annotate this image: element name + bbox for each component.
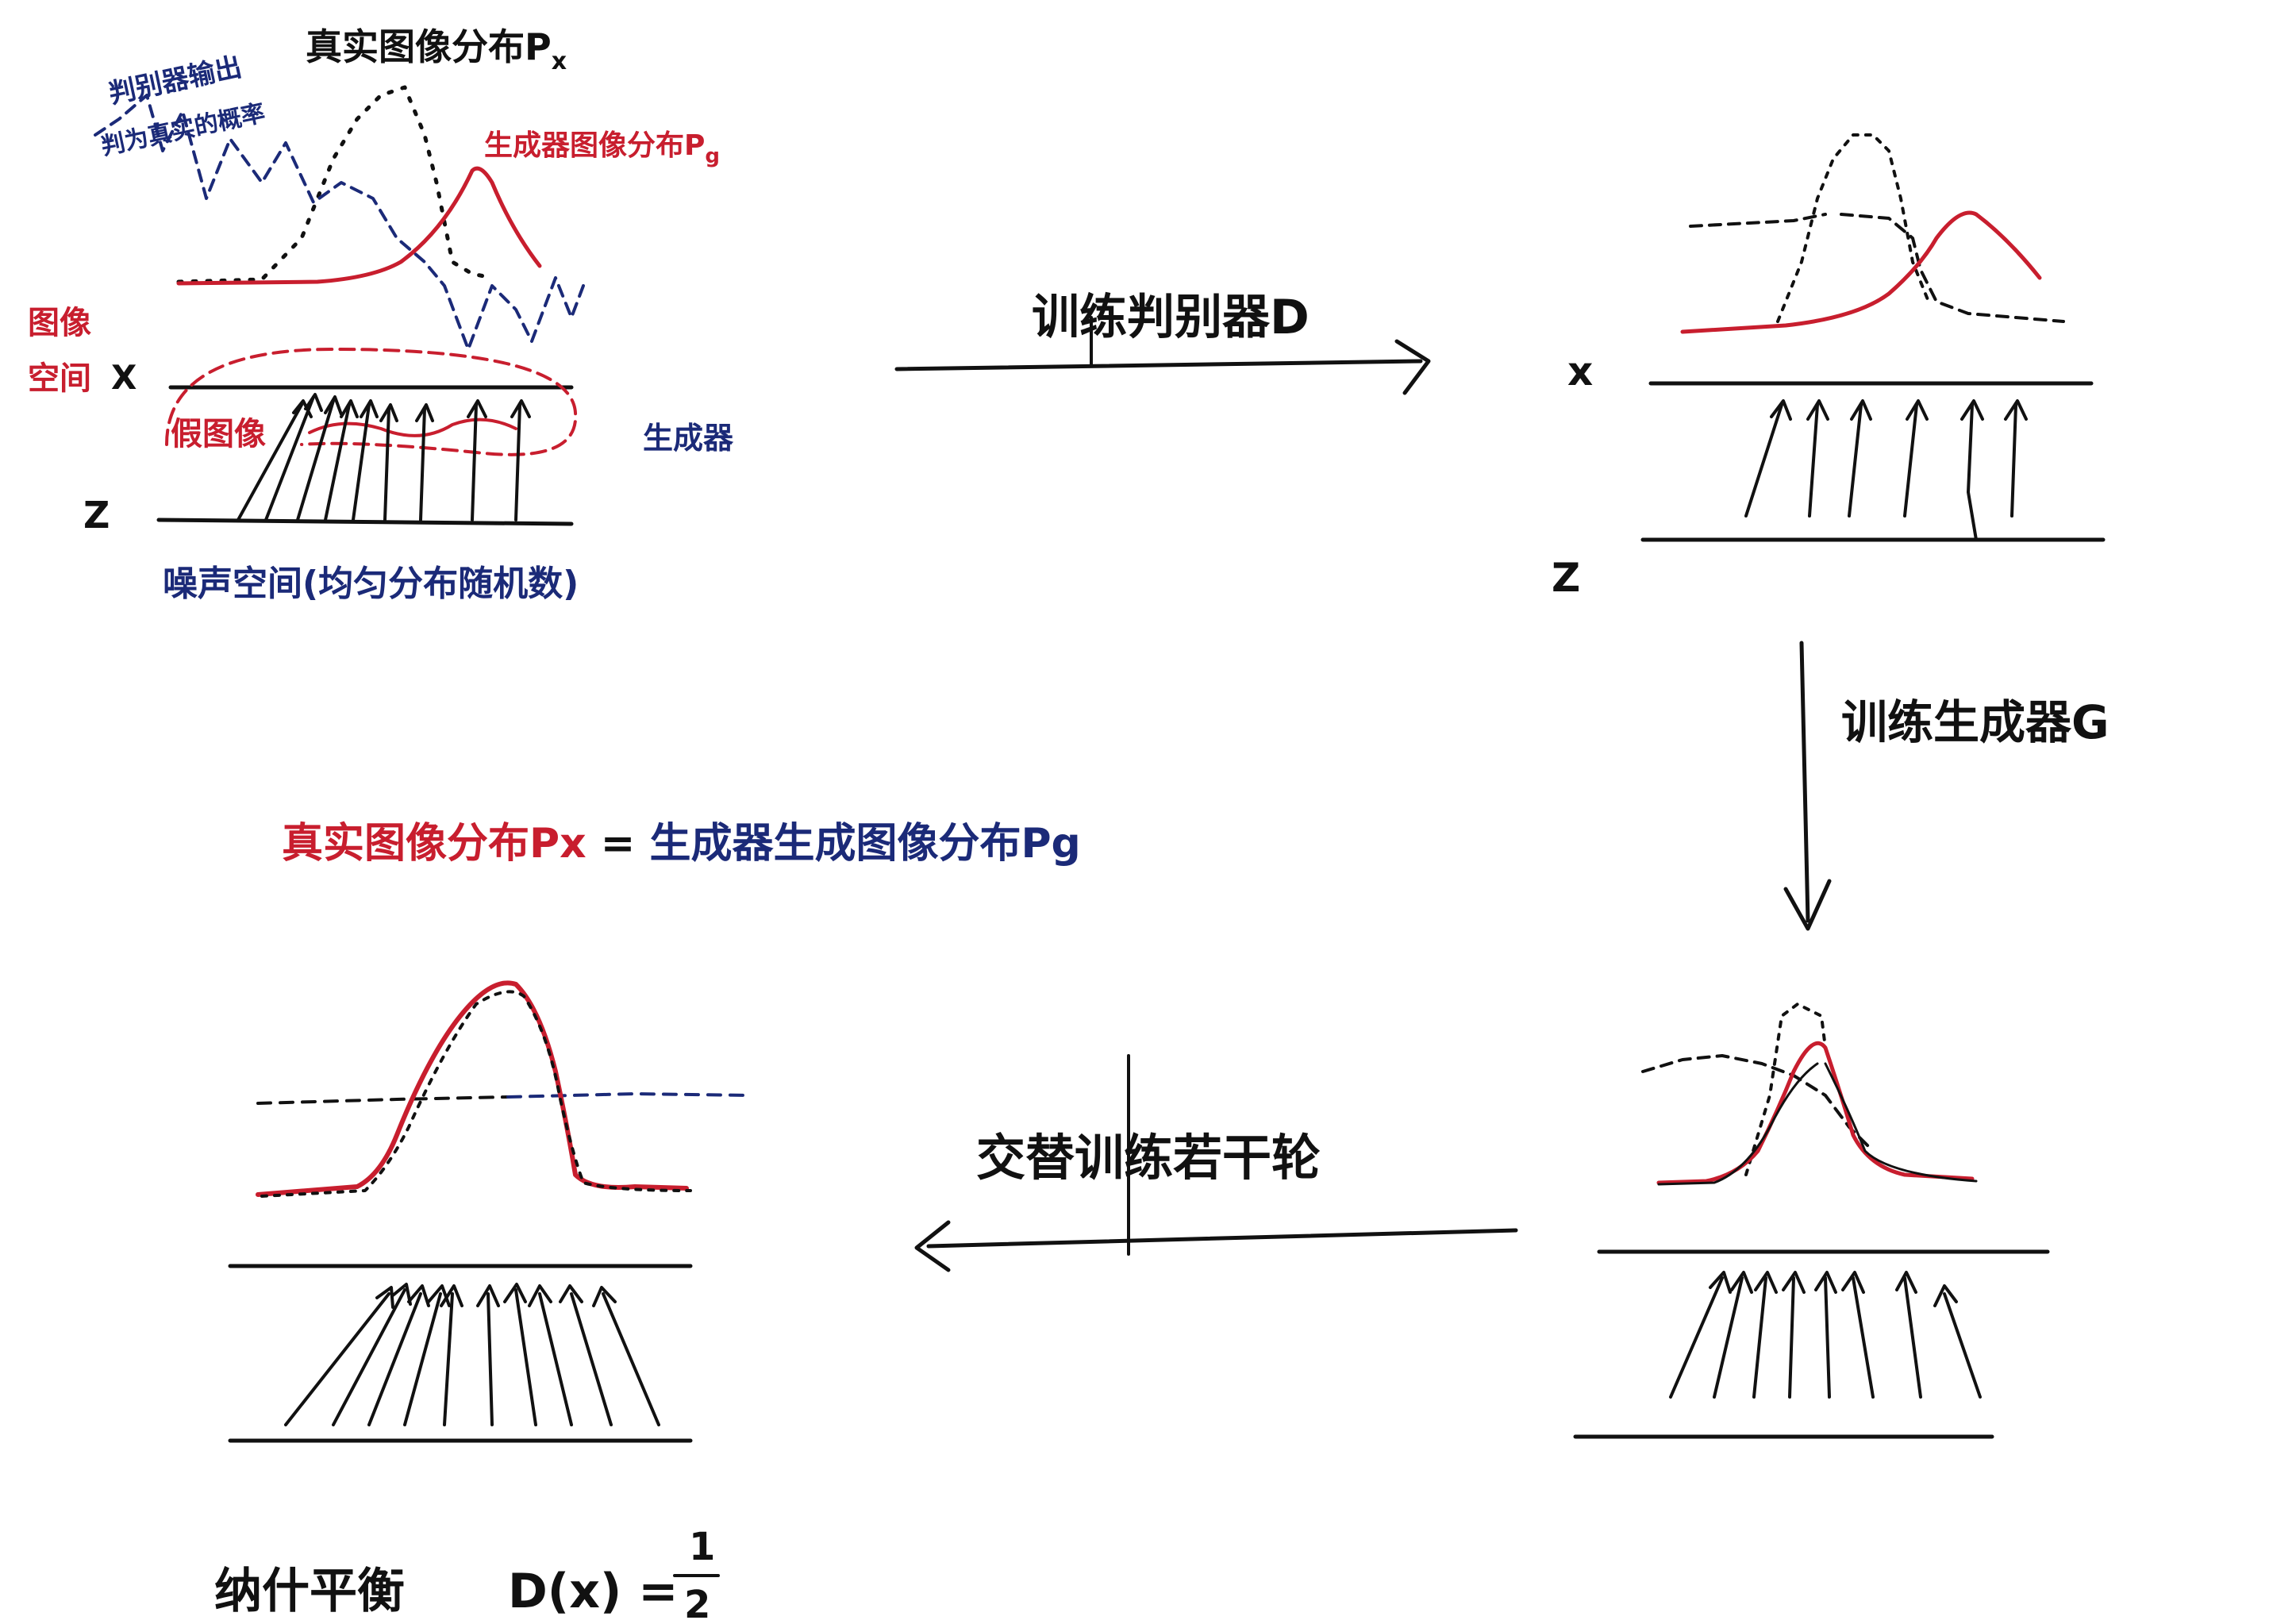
nash-label: 纳什平衡: [214, 1564, 405, 1619]
real-dist-label: 真实图像分布Px: [306, 25, 567, 75]
generator-mapping-arrows-4: [284, 1283, 660, 1426]
step3-label: 交替训练若干轮: [976, 1129, 1321, 1187]
generator-distribution-curve: [176, 166, 542, 286]
step-train-discriminator: 训练判别器D: [894, 290, 1431, 395]
generator-mapping-arrows-3: [1669, 1271, 1982, 1399]
discriminator-output-curve-3: [1641, 1054, 1875, 1153]
left-arrow: [914, 1220, 1518, 1272]
fake-image-bottom-wave: [308, 418, 517, 437]
x-axis-label: X: [111, 358, 137, 397]
discriminator-output-label-2: 判为真实的概率: [98, 99, 267, 161]
image-space-label-1: 图像: [28, 305, 91, 341]
panel-equilibrium: [228, 980, 752, 1443]
panel-initial: 真实图像分布Px 判别器输出 判为真实的概率 生成器图像分布Pg 图像 空间 X…: [28, 25, 734, 604]
nash-expression: D(x) =: [508, 1564, 679, 1619]
step-alternate-training: 交替训练若干轮: [914, 1054, 1518, 1272]
nash-denominator: 2: [684, 1583, 710, 1624]
generator-dist-label: 生成器图像分布Pg: [484, 129, 720, 168]
real-distribution-equilibrium: [260, 990, 692, 1198]
discriminator-output-flat: [256, 1095, 510, 1105]
generator-label: 生成器: [643, 421, 734, 456]
discriminator-output-flat-blue: [506, 1092, 752, 1099]
discriminator-output-label: 判别器输出: [106, 51, 245, 110]
down-arrow: [1783, 641, 1832, 931]
z-axis-line: [156, 518, 574, 526]
fake-image-label: 假图像: [171, 416, 266, 452]
generator-mapping-arrows: [237, 393, 531, 521]
generator-distribution-equilibrium: [256, 980, 689, 1197]
generator-shadow-curve-3: [1657, 1062, 1978, 1186]
generator-distribution-curve-2: [1680, 210, 2042, 334]
x-axis-label-2: x: [1567, 348, 1593, 394]
right-arrow: [894, 339, 1431, 395]
nash-equilibrium: 纳什平衡 D(x) = 1 2: [214, 1525, 720, 1624]
convergence-equation: 真实图像分布Px = 生成器生成图像分布Pg: [282, 820, 1081, 868]
z-axis-label: Z: [83, 494, 110, 537]
nash-numerator: 1: [689, 1525, 715, 1569]
real-distribution-curve: [176, 85, 494, 284]
generator-distribution-curve-3: [1656, 1041, 1975, 1185]
step-train-generator: 训练生成器G: [1783, 641, 2109, 931]
real-distribution-curve-3: [1744, 1002, 1827, 1176]
noise-space-label: 噪声空间(均匀分布随机数): [163, 564, 579, 604]
step2-label: 训练生成器G: [1841, 695, 2109, 749]
discriminator-output-curve: [94, 94, 585, 351]
generator-mapping-arrows-2: [1744, 399, 2028, 541]
panel-after-train-g: [1573, 1002, 2050, 1439]
image-space-label-2: 空间: [28, 360, 91, 397]
step1-label: 训练判别器D: [1032, 290, 1310, 345]
discriminator-output-curve-2: [1689, 213, 2065, 323]
panel-after-train-d: x Z: [1552, 133, 2106, 601]
real-distribution-curve-2: [1776, 133, 1930, 323]
z-axis-label-2: Z: [1552, 555, 1580, 601]
